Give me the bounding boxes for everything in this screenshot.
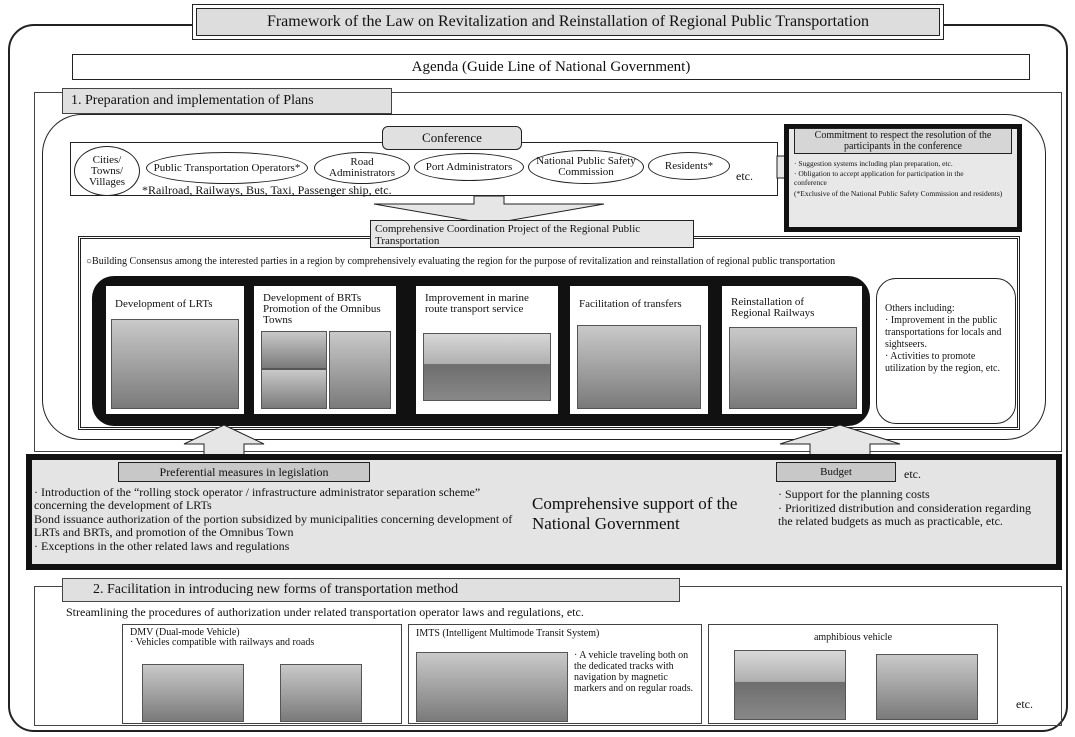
participant-safety-commission: National Public Safety Commission [528, 150, 644, 184]
amphibious-photo-1 [734, 650, 846, 720]
support-center-text: Comprehensive support of the National Go… [532, 494, 738, 533]
brt-photo-1 [261, 331, 327, 369]
pref-label: Preferential measures in legislation [118, 462, 370, 482]
imts-title: IMTS (Intelligent Multimode Transit Syst… [416, 628, 600, 639]
section1-label: 1. Preparation and implementation of Pla… [62, 88, 392, 114]
participant-municipalities: Cities/ Towns/ Villages [74, 146, 140, 196]
lrt-photo [111, 319, 239, 409]
commitment-item-3: (*Exclusive of the National Public Safet… [794, 189, 1003, 198]
project-title: Comprehensive Coordination Project of th… [370, 220, 694, 248]
budget-item-2: · Prioritized distribution and considera… [778, 501, 1031, 528]
agenda-text: Agenda (Guide Line of National Governmen… [411, 59, 691, 75]
budget-etc: etc. [904, 467, 921, 481]
conference-label: Conference [382, 126, 522, 150]
ship-photo [423, 333, 551, 401]
streamlining-text: Streamlining the procedures of authoriza… [66, 605, 584, 619]
card-railways-title: Reinstallation of Regional Railways [731, 296, 815, 319]
card-railways: Reinstallation of Regional Railways [722, 286, 862, 414]
commitment-item-1: · Suggestion systems including plan prep… [794, 159, 953, 168]
plans-rounded-frame [42, 114, 1046, 440]
arrow-down-icon [373, 196, 605, 225]
participant-road-admin: Road Administrators [314, 152, 410, 184]
card-transfers: Facilitation of transfers [570, 286, 708, 414]
page-title: Framework of the Law on Revitalization a… [196, 8, 940, 36]
brt-photo-2 [261, 369, 327, 409]
conference-etc: etc. [736, 169, 753, 183]
bottom-etc: etc. [1016, 697, 1033, 711]
participant-port-admin: Port Administrators [414, 153, 524, 181]
transfer-photo [577, 325, 701, 409]
card-transfers-title: Facilitation of transfers [579, 298, 682, 310]
commitment-item-2: · Obligation to accept application for p… [794, 169, 964, 187]
card-marine: Improvement in marine route transport se… [416, 286, 558, 414]
dmv-photo-1 [142, 664, 244, 722]
agenda-box: Agenda (Guide Line of National Governmen… [72, 54, 1030, 80]
pref-item-3: · Exceptions in the other related laws a… [34, 539, 290, 553]
card-lrt-title: Development of LRTs [115, 298, 213, 310]
budget-item-1: · Support for the planning costs [778, 487, 930, 501]
title-box: Framework of the Law on Revitalization a… [192, 4, 944, 40]
section1-frame [34, 92, 1062, 452]
dmv-title: DMV (Dual-mode Vehicle) [130, 627, 240, 638]
amphibious-photo-2 [876, 654, 978, 720]
brt-photo-3 [329, 331, 391, 409]
dmv-photo-2 [280, 664, 362, 722]
pref-item-1: · Introduction of the “rolling stock ope… [34, 485, 481, 512]
imts-photo [416, 652, 568, 722]
card-marine-title: Improvement in marine route transport se… [425, 292, 529, 315]
dmv-desc: · Vehicles compatible with railways and … [130, 637, 315, 648]
others-box: Others including: · Improvement in the p… [876, 278, 1016, 424]
participant-residents: Residents* [648, 152, 730, 180]
card-brt-title: Development of BRTs Promotion of the Omn… [263, 292, 381, 326]
consensus-text: ○Building Consensus among the interested… [86, 256, 836, 267]
card-brt: Development of BRTs Promotion of the Omn… [254, 286, 396, 414]
commitment-title: Commitment to respect the resolution of … [794, 128, 1012, 154]
conference-note: *Railroad, Railways, Bus, Taxi, Passenge… [142, 183, 392, 197]
participant-operators: Public Transportation Operators* [146, 152, 308, 184]
pref-item-2: Bond issuance authorization of the porti… [34, 512, 513, 539]
section2-label: 2. Facilitation in introducing new forms… [62, 578, 680, 602]
amphibious-title: amphibious vehicle [813, 632, 893, 643]
card-lrt: Development of LRTs [106, 286, 244, 414]
railway-photo [729, 327, 857, 409]
imts-desc: · A vehicle traveling both on the dedica… [574, 650, 694, 694]
others-text: Others including: · Improvement in the p… [885, 303, 1002, 374]
budget-label: Budget [776, 462, 896, 482]
